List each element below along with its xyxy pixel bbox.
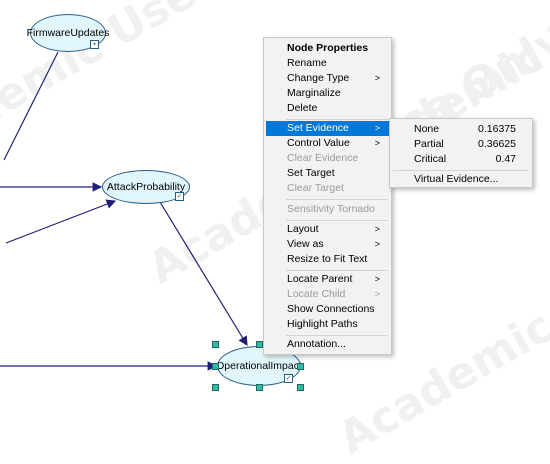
node-context-menu: Node Properties Rename Change Type > Marg… (263, 37, 392, 355)
menu-item-control-value[interactable]: Control Value > (266, 136, 389, 151)
menu-item-label: Locate Child (287, 288, 346, 300)
submenu-arrow-icon: > (374, 224, 380, 234)
menu-item-set-target[interactable]: Set Target (287, 167, 335, 179)
menu-item-label: View as (287, 238, 324, 250)
node-firmware-updates[interactable]: FirmwareUpdates ▪ (27, 14, 109, 52)
resize-handle[interactable] (212, 384, 219, 391)
menu-item-change-type[interactable]: Change Type > (266, 71, 389, 86)
evidence-state-partial[interactable]: Partial 0.36625 (392, 137, 530, 152)
menu-item-locate-child: Locate Child > (266, 287, 389, 302)
resize-handle[interactable] (212, 363, 219, 370)
menu-item-virtual-evidence[interactable]: Virtual Evidence... (392, 172, 530, 187)
monitor-checkbox-icon[interactable]: ✓ (284, 374, 293, 383)
submenu-arrow-icon: > (374, 138, 380, 148)
menu-separator (286, 220, 388, 221)
menu-item-locate-parent[interactable]: Locate Parent > (266, 272, 389, 287)
submenu-arrow-icon: > (374, 123, 380, 133)
resize-handle[interactable] (256, 384, 263, 391)
menu-item-highlight-paths[interactable]: Highlight Paths (287, 318, 358, 330)
node-label: FirmwareUpdates (26, 27, 110, 39)
state-probability: 0.16375 (478, 123, 516, 135)
arc-firmware-down (3, 51, 59, 161)
menu-item-sensitivity-tornado: Sensitivity Tornado (287, 203, 375, 215)
arc-into-attack-lower (5, 199, 117, 244)
submenu-arrow-icon: > (374, 274, 380, 284)
menu-item-view-as[interactable]: View as > (266, 237, 389, 252)
monitor-checkbox-icon[interactable]: ✓ (175, 192, 184, 201)
network-canvas (0, 51, 248, 371)
set-evidence-submenu: None 0.16375 Partial 0.36625 Critical 0.… (389, 118, 533, 188)
menu-item-layout[interactable]: Layout > (266, 222, 389, 237)
submenu-arrow-icon: > (374, 73, 380, 83)
menu-item-annotation[interactable]: Annotation... (287, 338, 346, 350)
node-label: OperationalImpact (216, 360, 302, 372)
menu-item-marginalize[interactable]: Marginalize (287, 87, 341, 99)
monitor-checkbox-icon[interactable]: ▪ (90, 40, 99, 49)
submenu-arrow-icon: > (374, 239, 380, 249)
arc-attack-to-operational (159, 201, 248, 347)
state-probability: 0.36625 (478, 138, 516, 150)
menu-item-delete[interactable]: Delete (287, 102, 318, 114)
menu-separator (286, 199, 388, 200)
evidence-state-critical[interactable]: Critical 0.47 (392, 152, 530, 167)
menu-item-rename[interactable]: Rename (287, 57, 327, 69)
resize-handle[interactable] (297, 384, 304, 391)
menu-item-label: Locate Parent (287, 273, 353, 285)
menu-item-clear-evidence: Clear Evidence (287, 152, 359, 164)
menu-item-label: Virtual Evidence... (414, 173, 499, 185)
resize-handle[interactable] (212, 341, 219, 348)
menu-item-set-evidence[interactable]: Set Evidence > (266, 121, 389, 136)
menu-item-label: Control Value (287, 137, 350, 149)
resize-handle[interactable] (297, 363, 304, 370)
menu-item-resize-to-fit[interactable]: Resize to Fit Text (287, 253, 368, 265)
state-label: Partial (414, 138, 444, 150)
menu-item-show-connections[interactable]: Show Connections (287, 303, 375, 315)
menu-separator (286, 119, 388, 120)
menu-item-label: Set Evidence (287, 122, 349, 134)
evidence-state-none[interactable]: None 0.16375 (392, 122, 530, 137)
submenu-arrow-icon: > (374, 289, 380, 299)
menu-item-label: Change Type (287, 72, 350, 84)
menu-item-label: Layout (287, 223, 319, 235)
state-label: None (414, 123, 440, 135)
state-probability: 0.47 (495, 153, 516, 165)
node-attack-probability[interactable]: AttackProbability ✓ (102, 170, 190, 204)
menu-separator (393, 170, 529, 171)
menu-separator (286, 335, 388, 336)
resize-handle[interactable] (256, 341, 263, 348)
menu-item-clear-target: Clear Target (287, 182, 345, 194)
node-label: AttackProbability (106, 181, 186, 193)
menu-separator (286, 270, 388, 271)
state-label: Critical (414, 153, 447, 165)
menu-item-node-properties[interactable]: Node Properties (287, 42, 369, 54)
node-operational-impact[interactable]: OperationalImpact ✓ (216, 346, 302, 386)
